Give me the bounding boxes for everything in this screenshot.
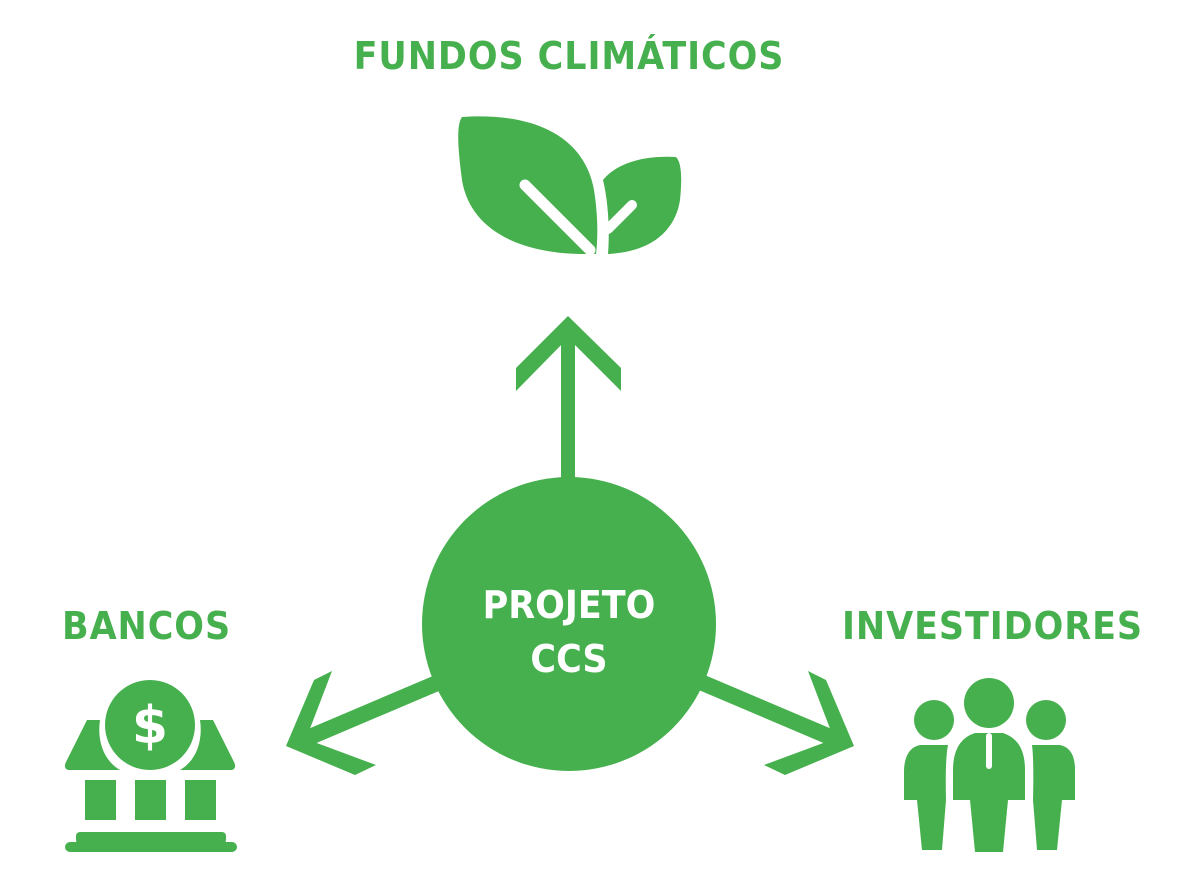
arrow-up <box>516 316 621 485</box>
leaf-icon <box>458 116 682 256</box>
people-icon <box>904 678 1075 852</box>
label-climate-funds: FUNDOS CLIMÁTICOS <box>353 34 785 78</box>
project-label-line1: PROJETO <box>482 583 656 627</box>
label-banks: BANCOS <box>62 604 232 648</box>
project-circle <box>422 477 716 771</box>
arrow-left <box>286 671 446 775</box>
arrow-right <box>694 671 854 775</box>
label-investors: INVESTIDORES <box>842 604 1143 648</box>
svg-text:$: $ <box>132 696 168 756</box>
project-label: PROJETO CCS <box>431 578 707 686</box>
project-label-line2: CCS <box>530 637 608 681</box>
bank-icon: $ <box>64 680 237 852</box>
